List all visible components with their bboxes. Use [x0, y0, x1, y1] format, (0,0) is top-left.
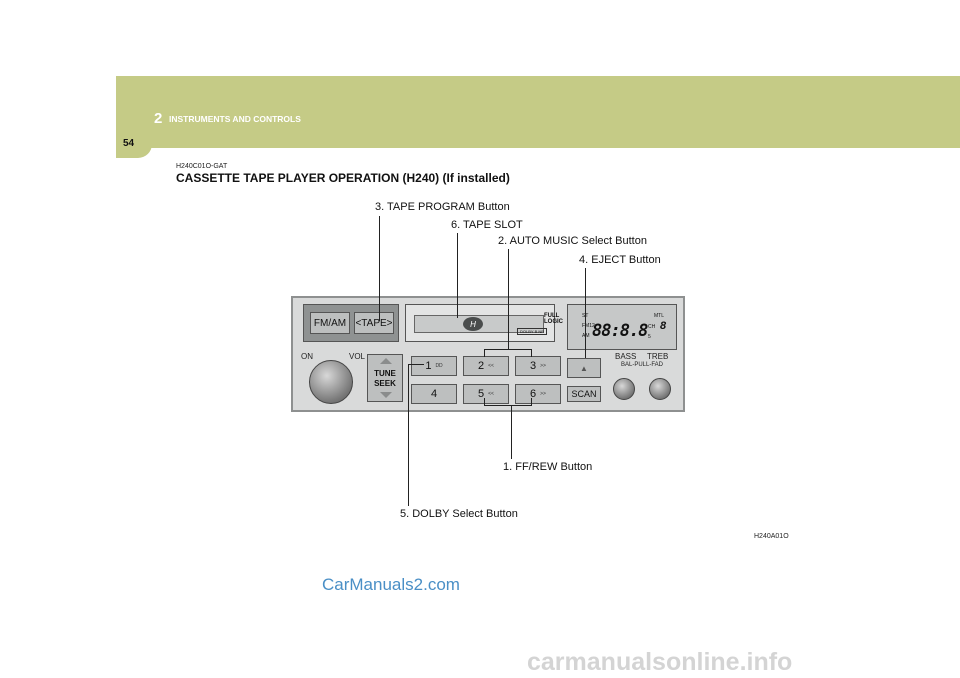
preset-button-3[interactable]: 3 >> — [515, 356, 561, 376]
eject-icon: ▲ — [580, 363, 588, 373]
callout-dolby: 5. DOLBY Select Button — [400, 508, 518, 520]
preset-3-number: 3 — [530, 360, 537, 372]
display-fm12: FM12 — [582, 323, 595, 329]
section-code: H240C01O-GAT — [176, 163, 228, 170]
chapter-title: INSTRUMENTS AND CONTROLS — [169, 114, 301, 124]
page-number-tab — [116, 132, 152, 158]
preset-button-1[interactable]: 1 DD — [411, 356, 457, 376]
page-number: 54 — [123, 138, 135, 149]
display-mtl: MTL — [654, 313, 664, 319]
display-digits: 88:8.8 — [592, 321, 648, 341]
tune-seek-button[interactable]: TUNE SEEK — [367, 354, 403, 402]
leader-eject — [585, 268, 586, 358]
tune-label: TUNE — [374, 369, 396, 378]
leader-dolby — [408, 364, 409, 506]
preset-6-number: 6 — [530, 388, 537, 400]
chevron-down-icon — [380, 392, 392, 398]
rewind-icon: << — [488, 391, 494, 397]
tape-program-button[interactable]: <TAPE> — [354, 312, 394, 334]
bracket-auto-music — [484, 349, 532, 357]
header-band — [116, 76, 960, 148]
preset-button-2[interactable]: 2 << — [463, 356, 509, 376]
display-ch-digit: 8 — [660, 320, 667, 332]
leader-tape-program — [379, 216, 380, 321]
callout-ff-rew: 1. FF/REW Button — [503, 461, 593, 473]
preset-2-number: 2 — [478, 360, 485, 372]
leader-tape-slot — [457, 233, 458, 318]
preset-button-5[interactable]: 5 << — [463, 384, 509, 404]
preset-1-number: 1 — [425, 360, 432, 372]
leader-ff-rew — [511, 405, 512, 459]
section-title: CASSETTE TAPE PLAYER OPERATION (H240) (I… — [176, 171, 510, 185]
treb-label: TREB — [647, 352, 669, 361]
bracket-ff-rew — [484, 398, 532, 406]
fast-forward-icon: >> — [540, 391, 546, 397]
slot-label-area: FULL LOGIC — [406, 313, 563, 337]
chapter-number: 2 — [154, 110, 163, 127]
bass-label: BASS — [615, 352, 637, 361]
tape-slot[interactable]: H — [414, 315, 544, 333]
preset-4-number: 4 — [430, 388, 438, 400]
preset-5-number: 5 — [478, 388, 485, 400]
brand-logo: H — [463, 317, 483, 331]
preset-button-4[interactable]: 4 — [411, 384, 457, 404]
lcd-display: ST MTL FM12 AM 88:8.8 CH 8 5 — [567, 304, 677, 350]
callout-eject: 4. EJECT Button — [579, 254, 661, 266]
full-logic-label: FULL LOGIC — [544, 313, 563, 325]
figure-reference-code: H240A01O — [754, 533, 789, 540]
leader-auto-music — [508, 249, 509, 349]
function-button-strip: FM/AM <TAPE> — [303, 304, 399, 342]
callout-tape-program: 3. TAPE PROGRAM Button — [375, 201, 510, 213]
dolby-nr-label: DOLBY B NR — [517, 328, 548, 335]
treble-knob[interactable] — [649, 378, 671, 400]
vol-label: VOL — [349, 352, 366, 361]
bal-pull-fad-label: BAL-PULL-FAD — [621, 362, 664, 368]
fast-forward-icon: >> — [540, 363, 546, 369]
bass-knob[interactable] — [613, 378, 635, 400]
chevron-up-icon — [380, 358, 392, 364]
tape-slot-panel: H FULL LOGIC — [405, 304, 563, 342]
callout-tape-slot: 6. TAPE SLOT — [451, 219, 523, 231]
display-ch: CH — [648, 324, 656, 330]
rewind-icon: << — [488, 363, 494, 369]
watermark-carmanuals2[interactable]: CarManuals2.com — [322, 575, 460, 594]
on-label: ON — [301, 352, 313, 361]
eject-button[interactable]: ▲ — [567, 358, 601, 378]
display-side-digit: 5 — [648, 334, 651, 340]
volume-knob[interactable] — [309, 360, 353, 404]
seek-label: SEEK — [374, 379, 396, 388]
leader-dolby-elbow — [408, 364, 424, 365]
callout-auto-music: 2. AUTO MUSIC Select Button — [498, 235, 647, 247]
preset-button-6[interactable]: 6 >> — [515, 384, 561, 404]
fm-am-button[interactable]: FM/AM — [310, 312, 350, 334]
scan-button[interactable]: SCAN — [567, 386, 601, 402]
watermark-carmanualsonline: carmanualsonline.info — [527, 648, 793, 676]
dolby-icon: DD — [435, 363, 443, 369]
cassette-radio-unit: FM/AM <TAPE> H FULL LOGIC DOLBY B NR ST … — [291, 296, 685, 412]
